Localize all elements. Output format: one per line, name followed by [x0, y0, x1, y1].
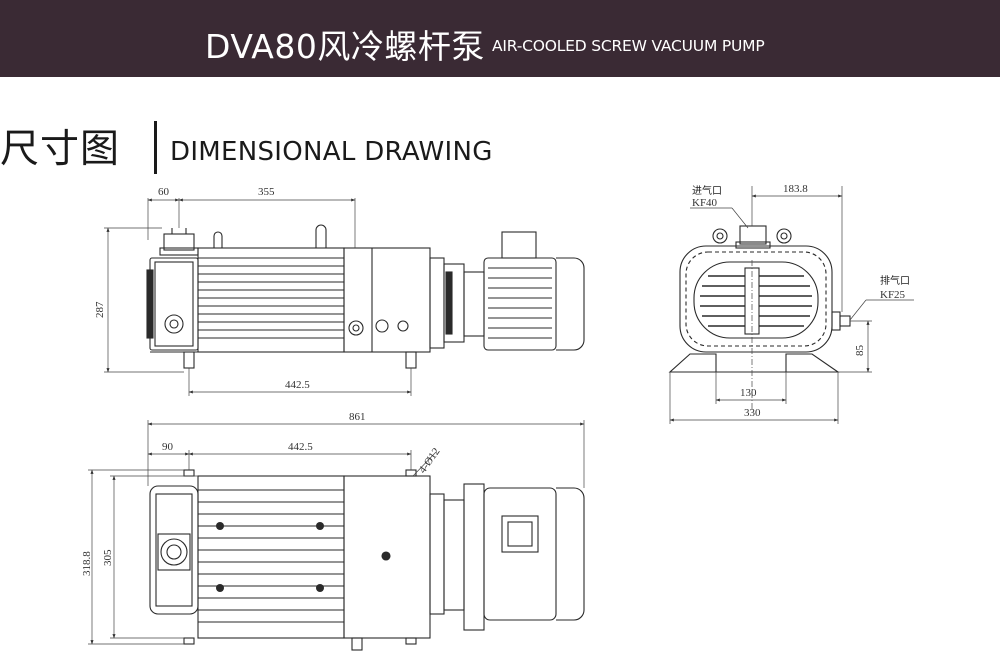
header-banner: DVA80风冷螺杆泵 AIR-COOLED SCREW VACUUM PUMP: [0, 0, 1000, 77]
dim-top-90: 90: [162, 441, 174, 453]
dim-front-60: 60: [158, 186, 170, 198]
dim-top-318-8: 318.8: [81, 551, 93, 576]
side-view-dims: [669, 186, 914, 424]
dim-front-287: 287: [94, 301, 106, 318]
outlet-label: 排气口: [880, 274, 910, 287]
dim-side-183-8: 183.8: [783, 183, 808, 195]
inlet-size: KF40: [692, 197, 718, 209]
top-view-dims: [88, 420, 585, 645]
front-view: [146, 224, 585, 369]
dim-side-130: 130: [740, 387, 757, 399]
dim-side-330: 330: [744, 407, 761, 419]
outlet-size: KF25: [880, 289, 906, 301]
dim-top-hole: 4-Ø12: [417, 446, 443, 476]
front-view-dims: [104, 198, 412, 396]
dim-top-861: 861: [349, 411, 366, 423]
section-title-en: DIMENSIONAL DRAWING: [170, 137, 493, 167]
inlet-label: 进气口: [692, 184, 722, 197]
model-title: DVA80风冷螺杆泵: [205, 27, 485, 66]
dim-top-442-5: 442.5: [288, 441, 313, 453]
section-title-cn: 尺寸图: [0, 127, 121, 172]
dim-front-355: 355: [258, 186, 275, 198]
section-divider: [154, 121, 157, 174]
model-subtitle: AIR-COOLED SCREW VACUUM PUMP: [492, 37, 765, 55]
top-view: [149, 469, 585, 651]
dim-front-442-5: 442.5: [285, 379, 310, 391]
dim-top-305: 305: [102, 549, 114, 566]
dim-side-85: 85: [854, 345, 866, 357]
side-view: [668, 225, 851, 373]
